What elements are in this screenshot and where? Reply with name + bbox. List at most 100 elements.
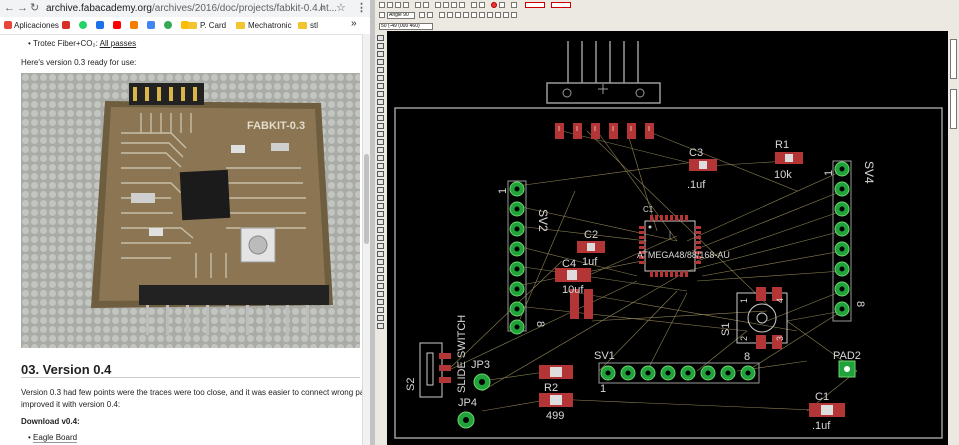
bend-icon-10[interactable] bbox=[511, 12, 517, 18]
drc-tool-icon[interactable] bbox=[377, 315, 384, 321]
bend-icon-4[interactable] bbox=[463, 12, 469, 18]
bookmark-drive[interactable] bbox=[181, 20, 191, 31]
c2-capacitor[interactable] bbox=[577, 241, 605, 253]
c4-vertical-pads[interactable] bbox=[570, 289, 593, 319]
ripup-tool-icon[interactable] bbox=[377, 211, 384, 217]
back-arrow-icon[interactable]: ← bbox=[4, 2, 15, 14]
angle-field[interactable]: Angle 90 bbox=[387, 12, 415, 19]
save-icon[interactable] bbox=[387, 2, 393, 8]
rotate-icon[interactable] bbox=[427, 12, 433, 18]
sv2-header[interactable] bbox=[507, 180, 527, 335]
bend-icon-7[interactable] bbox=[487, 12, 493, 18]
undo-icon[interactable] bbox=[471, 2, 477, 8]
eagle-board-link[interactable]: Eagle Board bbox=[33, 433, 78, 443]
all-passes-link[interactable]: All passes bbox=[99, 39, 137, 48]
display-tool-icon[interactable] bbox=[377, 51, 384, 57]
bookmark-gmail[interactable] bbox=[62, 20, 72, 31]
erc-icon[interactable] bbox=[551, 2, 571, 8]
r1-resistor[interactable] bbox=[775, 152, 803, 164]
open-icon[interactable] bbox=[379, 2, 385, 8]
bookmark-blogger[interactable] bbox=[130, 20, 140, 31]
atmega-ic[interactable] bbox=[639, 215, 701, 277]
zoom-fit-icon[interactable] bbox=[435, 2, 441, 8]
s2-slide-switch[interactable] bbox=[419, 342, 451, 398]
bend-icon-3[interactable] bbox=[455, 12, 461, 18]
cam-icon[interactable] bbox=[403, 2, 409, 8]
bend-icon-6[interactable] bbox=[479, 12, 485, 18]
lock-tool-icon[interactable] bbox=[377, 147, 384, 153]
c1-capacitor[interactable] bbox=[809, 403, 845, 417]
bookmark-youtube[interactable] bbox=[113, 20, 123, 31]
circle-tool-icon[interactable] bbox=[377, 235, 384, 241]
bookmarks-overflow[interactable]: » bbox=[351, 18, 357, 29]
grid-icon[interactable] bbox=[423, 2, 429, 8]
go-icon[interactable] bbox=[499, 2, 505, 8]
right-tab-bottom[interactable] bbox=[950, 89, 957, 129]
zoom-out-icon[interactable] bbox=[451, 2, 457, 8]
drc-icon[interactable] bbox=[525, 2, 545, 8]
ratsnest-tool-icon[interactable] bbox=[377, 291, 384, 297]
bend-icon-9[interactable] bbox=[503, 12, 509, 18]
redo-icon[interactable] bbox=[479, 2, 485, 8]
url-field[interactable]: archive.fabacademy.org/archives/2016/doc… bbox=[46, 2, 336, 15]
mark-tool-icon[interactable] bbox=[377, 59, 384, 65]
jp3-pad[interactable] bbox=[473, 373, 491, 391]
c4-capacitor[interactable] bbox=[555, 268, 591, 282]
stop-icon[interactable] bbox=[491, 2, 497, 8]
param-icon-1[interactable] bbox=[379, 12, 385, 18]
hole-tool-icon[interactable] bbox=[377, 283, 384, 289]
layer-icon[interactable] bbox=[415, 2, 421, 8]
add-tool-icon[interactable] bbox=[377, 131, 384, 137]
copy-tool-icon[interactable] bbox=[377, 75, 384, 81]
wire-tool-icon[interactable] bbox=[377, 219, 384, 225]
group-tool-icon[interactable] bbox=[377, 99, 384, 105]
change-tool-icon[interactable] bbox=[377, 107, 384, 113]
paste-tool-icon[interactable] bbox=[377, 115, 384, 121]
mirror-tool-icon[interactable] bbox=[377, 83, 384, 89]
top-header-component[interactable] bbox=[546, 41, 661, 104]
page-scrollbar[interactable] bbox=[362, 34, 370, 445]
zoom-icon[interactable]: ⌕ bbox=[319, 2, 326, 14]
sv4-header[interactable] bbox=[832, 160, 852, 322]
bookmark-mechatronic[interactable]: Mechatronic bbox=[236, 20, 292, 31]
route-tool-icon[interactable] bbox=[377, 203, 384, 209]
reload-icon[interactable]: ↻ bbox=[30, 2, 40, 14]
name-tool-icon[interactable] bbox=[377, 155, 384, 161]
autorouter-tool-icon[interactable] bbox=[377, 299, 384, 305]
text-tool-icon[interactable] bbox=[377, 227, 384, 233]
erc-tool-icon[interactable] bbox=[377, 307, 384, 313]
bend-icon-2[interactable] bbox=[447, 12, 453, 18]
value-tool-icon[interactable] bbox=[377, 163, 384, 169]
zoom-select-icon[interactable] bbox=[459, 2, 465, 8]
show-tool-icon[interactable] bbox=[377, 43, 384, 49]
replace-tool-icon[interactable] bbox=[377, 139, 384, 145]
signal-tool-icon[interactable] bbox=[377, 275, 384, 281]
errors-tool-icon[interactable] bbox=[377, 323, 384, 329]
bookmark-google[interactable] bbox=[164, 20, 174, 31]
polygon-tool-icon[interactable] bbox=[377, 259, 384, 265]
via-tool-icon[interactable] bbox=[377, 267, 384, 273]
delete-tool-icon[interactable] bbox=[377, 123, 384, 129]
s1-pushbutton[interactable] bbox=[736, 287, 788, 349]
rect-tool-icon[interactable] bbox=[377, 251, 384, 257]
print-icon[interactable] bbox=[395, 2, 401, 8]
optimize-tool-icon[interactable] bbox=[377, 195, 384, 201]
info-tool-icon[interactable] bbox=[377, 35, 384, 41]
bookmark-calendar[interactable] bbox=[96, 20, 106, 31]
miter-tool-icon[interactable] bbox=[377, 179, 384, 185]
pad2[interactable] bbox=[838, 360, 856, 378]
led-r2-parts[interactable] bbox=[539, 365, 573, 407]
menu-kebab-icon[interactable]: ⋮ bbox=[356, 2, 367, 14]
bend-icon-5[interactable] bbox=[471, 12, 477, 18]
bookmark-star-icon[interactable]: ☆ bbox=[336, 2, 346, 14]
bookmark-pcard[interactable]: P. Card bbox=[188, 20, 226, 31]
rotate-tool-icon[interactable] bbox=[377, 91, 384, 97]
bend-icon-8[interactable] bbox=[495, 12, 501, 18]
bookmark-apps[interactable]: Aplicaciones bbox=[4, 20, 59, 31]
c3-capacitor[interactable] bbox=[689, 159, 717, 171]
bend-icon-1[interactable] bbox=[439, 12, 445, 18]
jp4-pad[interactable] bbox=[457, 411, 475, 429]
bookmark-whatsapp[interactable] bbox=[79, 20, 89, 31]
sv1-header[interactable] bbox=[598, 362, 760, 384]
forward-arrow-icon[interactable]: → bbox=[17, 2, 28, 14]
